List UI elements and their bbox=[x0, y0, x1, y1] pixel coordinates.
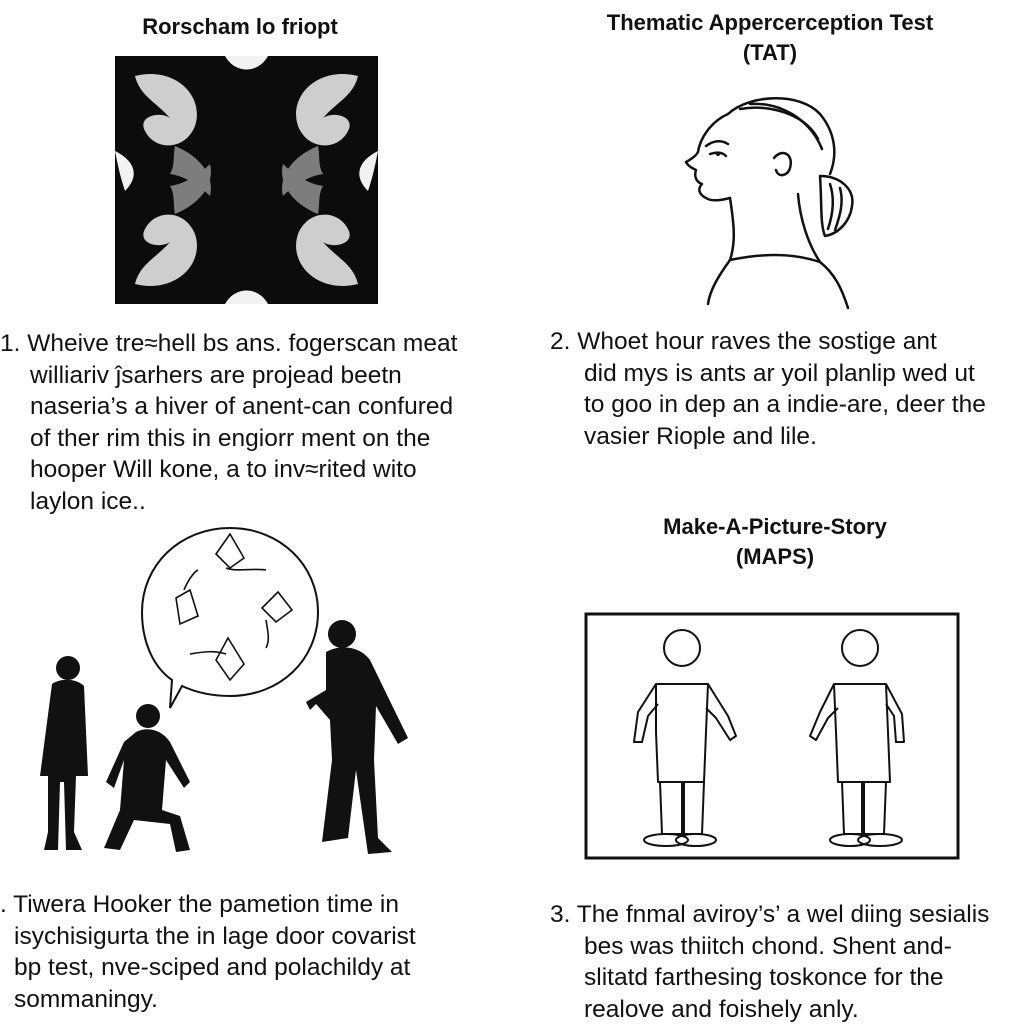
paragraph-1-line: laylon ice.. bbox=[0, 486, 457, 518]
paragraph-1-line: naseria’s a hiver of anent-can confured bbox=[0, 391, 457, 423]
paragraph-2: 2. Whoet hour raves the sostige ant did … bbox=[550, 326, 986, 452]
maps-figures-frame bbox=[584, 612, 960, 860]
tat-woman-profile bbox=[670, 84, 870, 314]
paragraph-3-line: . Tiwera Hooker the pametion time in bbox=[0, 889, 416, 921]
maps-title-line2: (MAPS) bbox=[736, 544, 814, 569]
paragraph-2-line: to goo in dep an a indie-are, deer the bbox=[550, 389, 986, 421]
paragraph-1-line: 1. Wheive tre≈hell bs ans. fogerscan mea… bbox=[0, 328, 457, 360]
maps-title-line1: Make-A-Picture-Story bbox=[663, 514, 887, 539]
paragraph-4-line: slitatd farthesing toskonce for the bbox=[550, 962, 989, 994]
paragraph-4-line: bes was thiitch chond. Shent and- bbox=[550, 931, 989, 963]
paragraph-4-line: realove and foishely anly. bbox=[550, 994, 989, 1025]
tat-title: Thematic Appercerception Test (TAT) bbox=[570, 8, 970, 68]
paragraph-4-line: 3. The fnmal aviroy’s’ a wel diing sesia… bbox=[550, 899, 989, 931]
group-discussion-illustration bbox=[30, 520, 430, 870]
paragraph-3-line: isychisigurta the in lage door covarist bbox=[0, 921, 416, 953]
paragraph-2-line: did mys is ants ar yoil planlip wed ut bbox=[550, 358, 986, 390]
paragraph-2-line: vasier Riople and lile. bbox=[550, 421, 986, 453]
paragraph-1-line: williariv ĵsarhers are projead beetn bbox=[0, 360, 457, 392]
paragraph-3-line: sommaningy. bbox=[0, 984, 416, 1016]
rorschach-inkblot bbox=[115, 56, 378, 304]
paragraph-1-line: hooper Will kone, a to inv≈rited wito bbox=[0, 454, 457, 486]
paragraph-2-line: 2. Whoet hour raves the sostige ant bbox=[550, 326, 986, 358]
tat-title-line1: Thematic Appercerception Test bbox=[607, 10, 933, 35]
tat-title-line2: (TAT) bbox=[743, 40, 797, 65]
paragraph-1-line: of ther rim this in engiorr ment on the bbox=[0, 423, 457, 455]
rorschach-title: Rorscham lo friopt bbox=[90, 12, 390, 42]
paragraph-4: 3. The fnmal aviroy’s’ a wel diing sesia… bbox=[550, 899, 989, 1025]
paragraph-3-line: bp test, nve-sciped and polachildy at bbox=[0, 952, 416, 984]
maps-title: Make-A-Picture-Story (MAPS) bbox=[600, 512, 950, 572]
paragraph-1: 1. Wheive tre≈hell bs ans. fogerscan mea… bbox=[0, 328, 457, 517]
paragraph-3: . Tiwera Hooker the pametion time in isy… bbox=[0, 889, 416, 1015]
